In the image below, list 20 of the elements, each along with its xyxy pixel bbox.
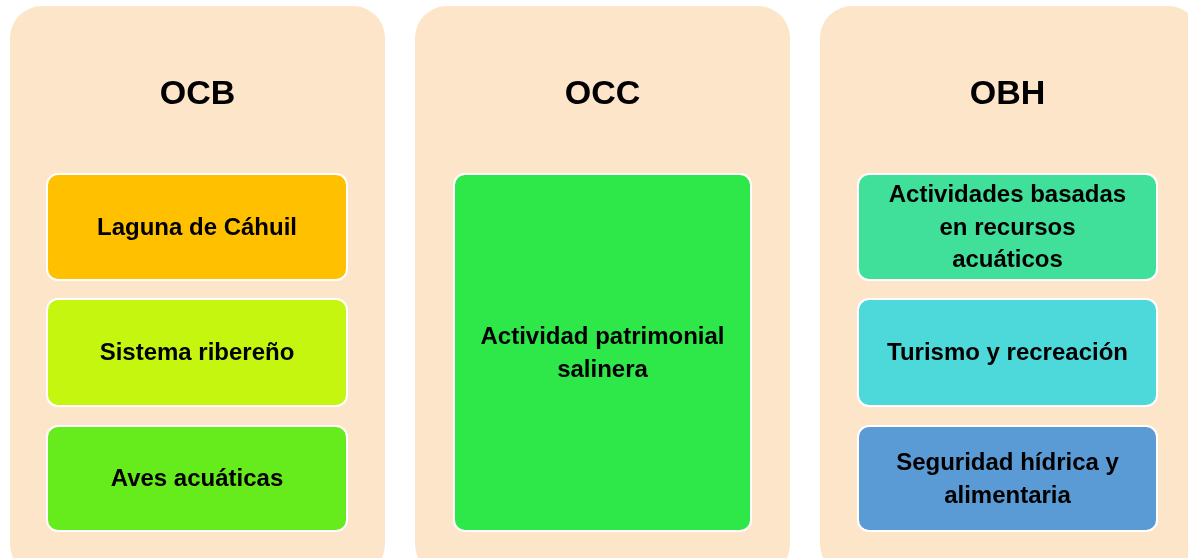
box-label: Sistema ribereño <box>99 337 295 368</box>
category-box <box>857 298 1158 407</box>
category-box <box>453 173 752 532</box>
box-label: Aves acuáticas <box>110 463 284 494</box>
category-box <box>46 173 348 281</box>
category-box <box>46 298 348 407</box>
panel-heading: OBH <box>968 72 1047 112</box>
panel-heading: OCB <box>158 72 237 112</box>
box-label: Laguna de Cáhuil <box>97 211 297 242</box>
box-label: Seguridad hídrica y alimentaria <box>895 447 1120 510</box>
category-panel <box>820 6 1188 558</box>
panel-heading: OCC <box>563 72 642 112</box>
category-panel <box>10 6 385 558</box>
category-box <box>857 425 1158 532</box>
box-label: Actividades basadas en recursos acuáticos <box>887 179 1128 275</box>
category-box <box>857 173 1158 281</box>
category-box <box>46 425 348 532</box>
box-label: Actividad patrimonial salinera <box>479 321 726 384</box>
category-panel <box>415 6 790 558</box>
box-label: Turismo y recreación <box>887 337 1128 368</box>
